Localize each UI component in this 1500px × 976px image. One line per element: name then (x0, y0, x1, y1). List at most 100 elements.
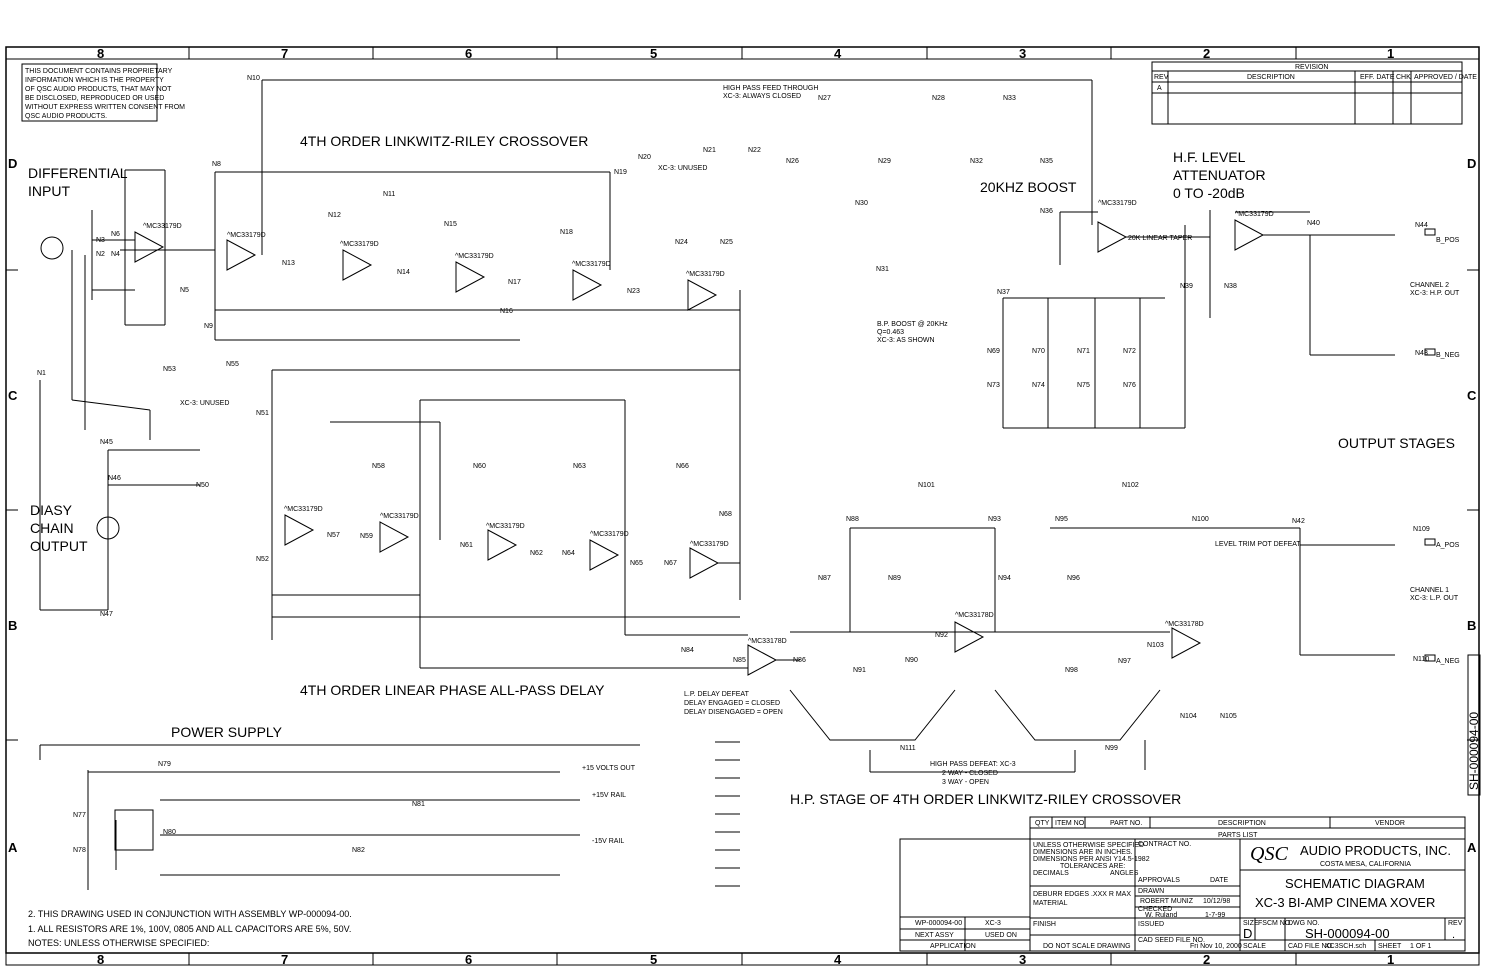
net-n98: N98 (1065, 667, 1078, 674)
net-n47: N47 (100, 611, 113, 618)
net-n5: N5 (180, 287, 189, 294)
net-n9: N9 (204, 323, 213, 330)
parts-list-title: PARTS LIST (1218, 832, 1258, 839)
net-n17: N17 (508, 279, 521, 286)
approvals-label: APPROVALS (1138, 877, 1180, 884)
net-n105: N105 (1220, 713, 1237, 720)
opamps (114, 219, 1265, 870)
crossover-title: 4TH ORDER LINKWITZ-RILEY CROSSOVER (300, 133, 588, 149)
vertical-dwg-number: SH-000094-00 (1467, 712, 1481, 790)
title-block: QSC AUDIO PRODUCTS, INC. COSTA MESA, CAL… (899, 838, 1466, 952)
net-n85: N85 (733, 657, 746, 664)
opamp-label-11: ^MC33179D (486, 523, 525, 530)
minus15-rail-label: -15V RAIL (592, 838, 624, 845)
rev-col-approved: APPROVED / DATE (1414, 74, 1477, 81)
net-n2: N2 (96, 251, 105, 258)
hf-level-title-3: 0 TO -20dB (1173, 185, 1245, 201)
net-n72: N72 (1123, 348, 1136, 355)
revision-title: REVISION (1295, 64, 1328, 71)
rev-value: . (1452, 929, 1455, 941)
used-on-label: USED ON (985, 932, 1017, 939)
opamp-label-5: ^MC33179D (572, 261, 611, 268)
power-supply-wiring (39, 744, 640, 890)
opamp-label-4: ^MC33179D (455, 253, 494, 260)
net-n25: N25 (720, 239, 733, 246)
vertical-dwg-stamp: SH-000094-00 (1467, 654, 1481, 796)
net-n60: N60 (473, 463, 486, 470)
hp-feed-note-1: HIGH PASS FEED THROUGH (723, 85, 818, 92)
opamp-u2-1 (572, 269, 603, 301)
zone-labels: 8 7 6 5 4 3 2 1 8 7 6 5 4 3 2 1 D C B A … (8, 46, 1477, 967)
net-n44: N44 (1415, 222, 1428, 229)
lp-delay-note-2: DELAY ENGAGED = CLOSED (684, 700, 780, 707)
net-n70: N70 (1032, 348, 1045, 355)
zone-col-2-bottom: 2 (1203, 952, 1210, 967)
net-n90: N90 (905, 657, 918, 664)
net-n69: N69 (987, 348, 1000, 355)
fscm-label: FSCM NO. (1258, 920, 1292, 927)
output-connectors (40, 228, 1436, 662)
dwg-number: SH-000094-00 (1305, 926, 1390, 941)
net-n6: N6 (111, 231, 120, 238)
plus15-rail-label: +15V RAIL (592, 792, 626, 799)
net-n101: N101 (918, 482, 935, 489)
net-n91: N91 (853, 667, 866, 674)
differential-input-label-2: INPUT (28, 183, 70, 199)
xc3-used-on: XC-3 (985, 920, 1001, 927)
drawing-title-2: XC-3 BI-AMP CINEMA XOVER (1255, 895, 1435, 910)
allpass-title: 4TH ORDER LINEAR PHASE ALL-PASS DELAY (300, 682, 605, 698)
lp-delay-note-1: L.P. DELAY DEFEAT (684, 691, 750, 698)
zone-col-3: 3 (1019, 46, 1026, 61)
net-n42: N42 (1292, 518, 1305, 525)
sw1-10-note: XC-3: UNUSED (658, 165, 707, 172)
date-label: DATE (1210, 877, 1228, 884)
net-n99: N99 (1105, 745, 1118, 752)
opamp-u2-2 (687, 279, 718, 311)
b-pos-label: B_POS (1436, 237, 1460, 244)
opamp-label-15: ^MC33178D (955, 612, 994, 619)
net-n12: N12 (328, 212, 341, 219)
net-n89: N89 (888, 575, 901, 582)
net-n76: N76 (1123, 382, 1136, 389)
net-n32: N32 (970, 158, 983, 165)
net-n37: N37 (997, 289, 1010, 296)
net-n79: N79 (158, 761, 171, 768)
net-n43: N43 (1415, 350, 1428, 357)
output-stages-title: OUTPUT STAGES (1338, 435, 1455, 451)
zone-dividers (6, 47, 1479, 965)
drawn-label: DRAWN (1138, 888, 1164, 895)
net-n80: N80 (163, 829, 176, 836)
rev-row-a: A (1157, 85, 1162, 92)
net-n58: N58 (372, 463, 385, 470)
opamp-label-14: ^MC33178D (748, 638, 787, 645)
checked-date: 1-7-99 (1205, 912, 1225, 919)
cad-file-value: XC3SCH.sch (1325, 943, 1366, 950)
date-stamp: Fri Nov 10, 2000 (1190, 943, 1242, 950)
net-n88: N88 (846, 516, 859, 523)
net-n10: N10 (247, 75, 260, 82)
zone-col-5-bottom: 5 (650, 952, 657, 967)
zone-col-8-bottom: 8 (97, 952, 104, 967)
net-n38: N38 (1224, 283, 1237, 290)
opamp-label-10: ^MC33179D (380, 513, 419, 520)
application-label: APPLICATION (930, 943, 976, 950)
net-n95: N95 (1055, 516, 1068, 523)
boost-title: 20KHZ BOOST (980, 179, 1077, 195)
notes-title: NOTES: UNLESS OTHERWISE SPECIFIED: (28, 938, 209, 948)
opamp-label-3: ^MC33179D (340, 241, 379, 248)
zone-row-b-right: B (1467, 618, 1476, 633)
decimals-label: DECIMALS (1033, 870, 1069, 877)
zone-row-c: C (8, 388, 18, 403)
opamp-label-7: ^MC33179D (1098, 200, 1137, 207)
notice-line-5: WITHOUT EXPRESS WRITTEN CONSENT FROM (25, 104, 185, 111)
hp-defeat-note-3: 3 WAY - OPEN (942, 779, 989, 786)
opamp-u2-4 (1234, 219, 1265, 251)
net-n62: N62 (530, 550, 543, 557)
annotations: HIGH PASS FEED THROUGH XC-3: ALWAYS CLOS… (180, 85, 1460, 845)
net-n29: N29 (878, 158, 891, 165)
net-n74: N74 (1032, 382, 1045, 389)
net-n18: N18 (560, 229, 573, 236)
nc-connector-list (715, 741, 740, 887)
channel1-label: CHANNEL 1 (1410, 587, 1449, 594)
notice-line-3: OF QSC AUDIO PRODUCTS, THAT MAY NOT (25, 86, 172, 93)
